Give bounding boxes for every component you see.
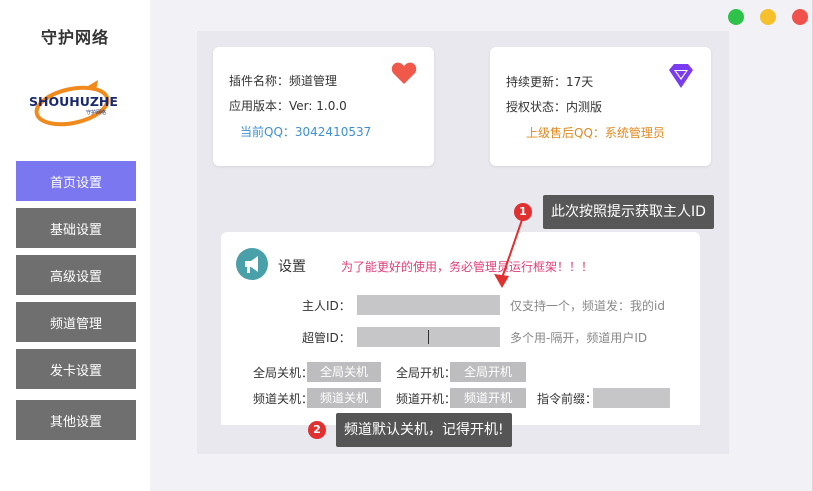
prefix-label: 指令前缀： (537, 392, 598, 406)
owner-id-label: 主人ID： (302, 299, 351, 313)
tip-channel-default-off: 频道默认关机，记得开机! (336, 413, 512, 447)
auth-status: 授权状态：内测版 (506, 100, 603, 114)
text-cursor (428, 330, 429, 344)
maximize-button[interactable] (728, 9, 744, 25)
nav-channel-management[interactable]: 频道管理 (16, 302, 136, 342)
svg-text:守护网络: 守护网络 (86, 109, 106, 116)
nav-home-settings[interactable]: 首页设置 (16, 161, 136, 201)
svg-text:SHOUHUZHE: SHOUHUZHE (29, 94, 118, 109)
nav-advanced-settings[interactable]: 高级设置 (16, 255, 136, 295)
step-2-badge: 2 (308, 421, 326, 439)
close-button[interactable] (792, 9, 808, 25)
channel-off-button[interactable]: 频道关机 (307, 388, 381, 408)
heart-icon (391, 62, 417, 84)
minimize-button[interactable] (760, 9, 776, 25)
tip-get-owner-id: 此次按照提示获取主人ID (543, 195, 714, 229)
brand-logo: SHOUHUZHE 守护网络 (26, 78, 126, 134)
channel-off-label: 频道关机： (253, 392, 314, 406)
step-1-badge: 1 (514, 203, 532, 221)
global-off-label: 全局关机： (253, 366, 314, 380)
plugin-version: 应用版本：Ver: 1.0.0 (229, 99, 347, 113)
channel-on-label: 频道开机： (396, 392, 457, 406)
diamond-icon (669, 64, 693, 88)
admin-id-label: 超管ID： (302, 331, 351, 345)
prefix-input[interactable] (593, 388, 670, 408)
annotation-arrow (494, 213, 525, 288)
app-title: 守护网络 (40, 28, 109, 47)
nav-other-settings[interactable]: 其他设置 (16, 400, 136, 440)
owner-id-input[interactable] (357, 295, 500, 315)
seller-qq: 上级售后QQ：系统管理员 (526, 126, 665, 140)
settings-title: 设置 (278, 259, 306, 275)
plugin-info-card: 插件名称：频道管理 应用版本：Ver: 1.0.0 当前QQ：304241053… (213, 47, 434, 166)
nav-card-settings[interactable]: 发卡设置 (16, 349, 136, 389)
settings-warning: 为了能更好的使用，务必管理员运行框架！！！ (341, 260, 594, 274)
global-off-button[interactable]: 全局关机 (307, 362, 381, 382)
update-days: 持续更新：17天 (506, 75, 594, 89)
admin-id-hint: 多个用-隔开，频道用户ID (510, 331, 648, 345)
channel-on-button[interactable]: 频道开机 (450, 388, 526, 408)
current-qq: 当前QQ：3042410537 (240, 125, 372, 139)
global-on-label: 全局开机： (396, 366, 457, 380)
plugin-name: 插件名称：频道管理 (229, 74, 338, 88)
update-info-card: 持续更新：17天 授权状态：内测版 上级售后QQ：系统管理员 (490, 47, 711, 166)
owner-id-hint: 仅支持一个，频道发：我的id (510, 299, 665, 313)
megaphone-icon (236, 248, 268, 280)
sidebar: 守护网络 SHOUHUZHE 守护网络 首页设置 基础设置 高级设置 频道管理 … (0, 0, 150, 491)
global-on-button[interactable]: 全局开机 (450, 362, 526, 382)
nav-basic-settings[interactable]: 基础设置 (16, 208, 136, 248)
